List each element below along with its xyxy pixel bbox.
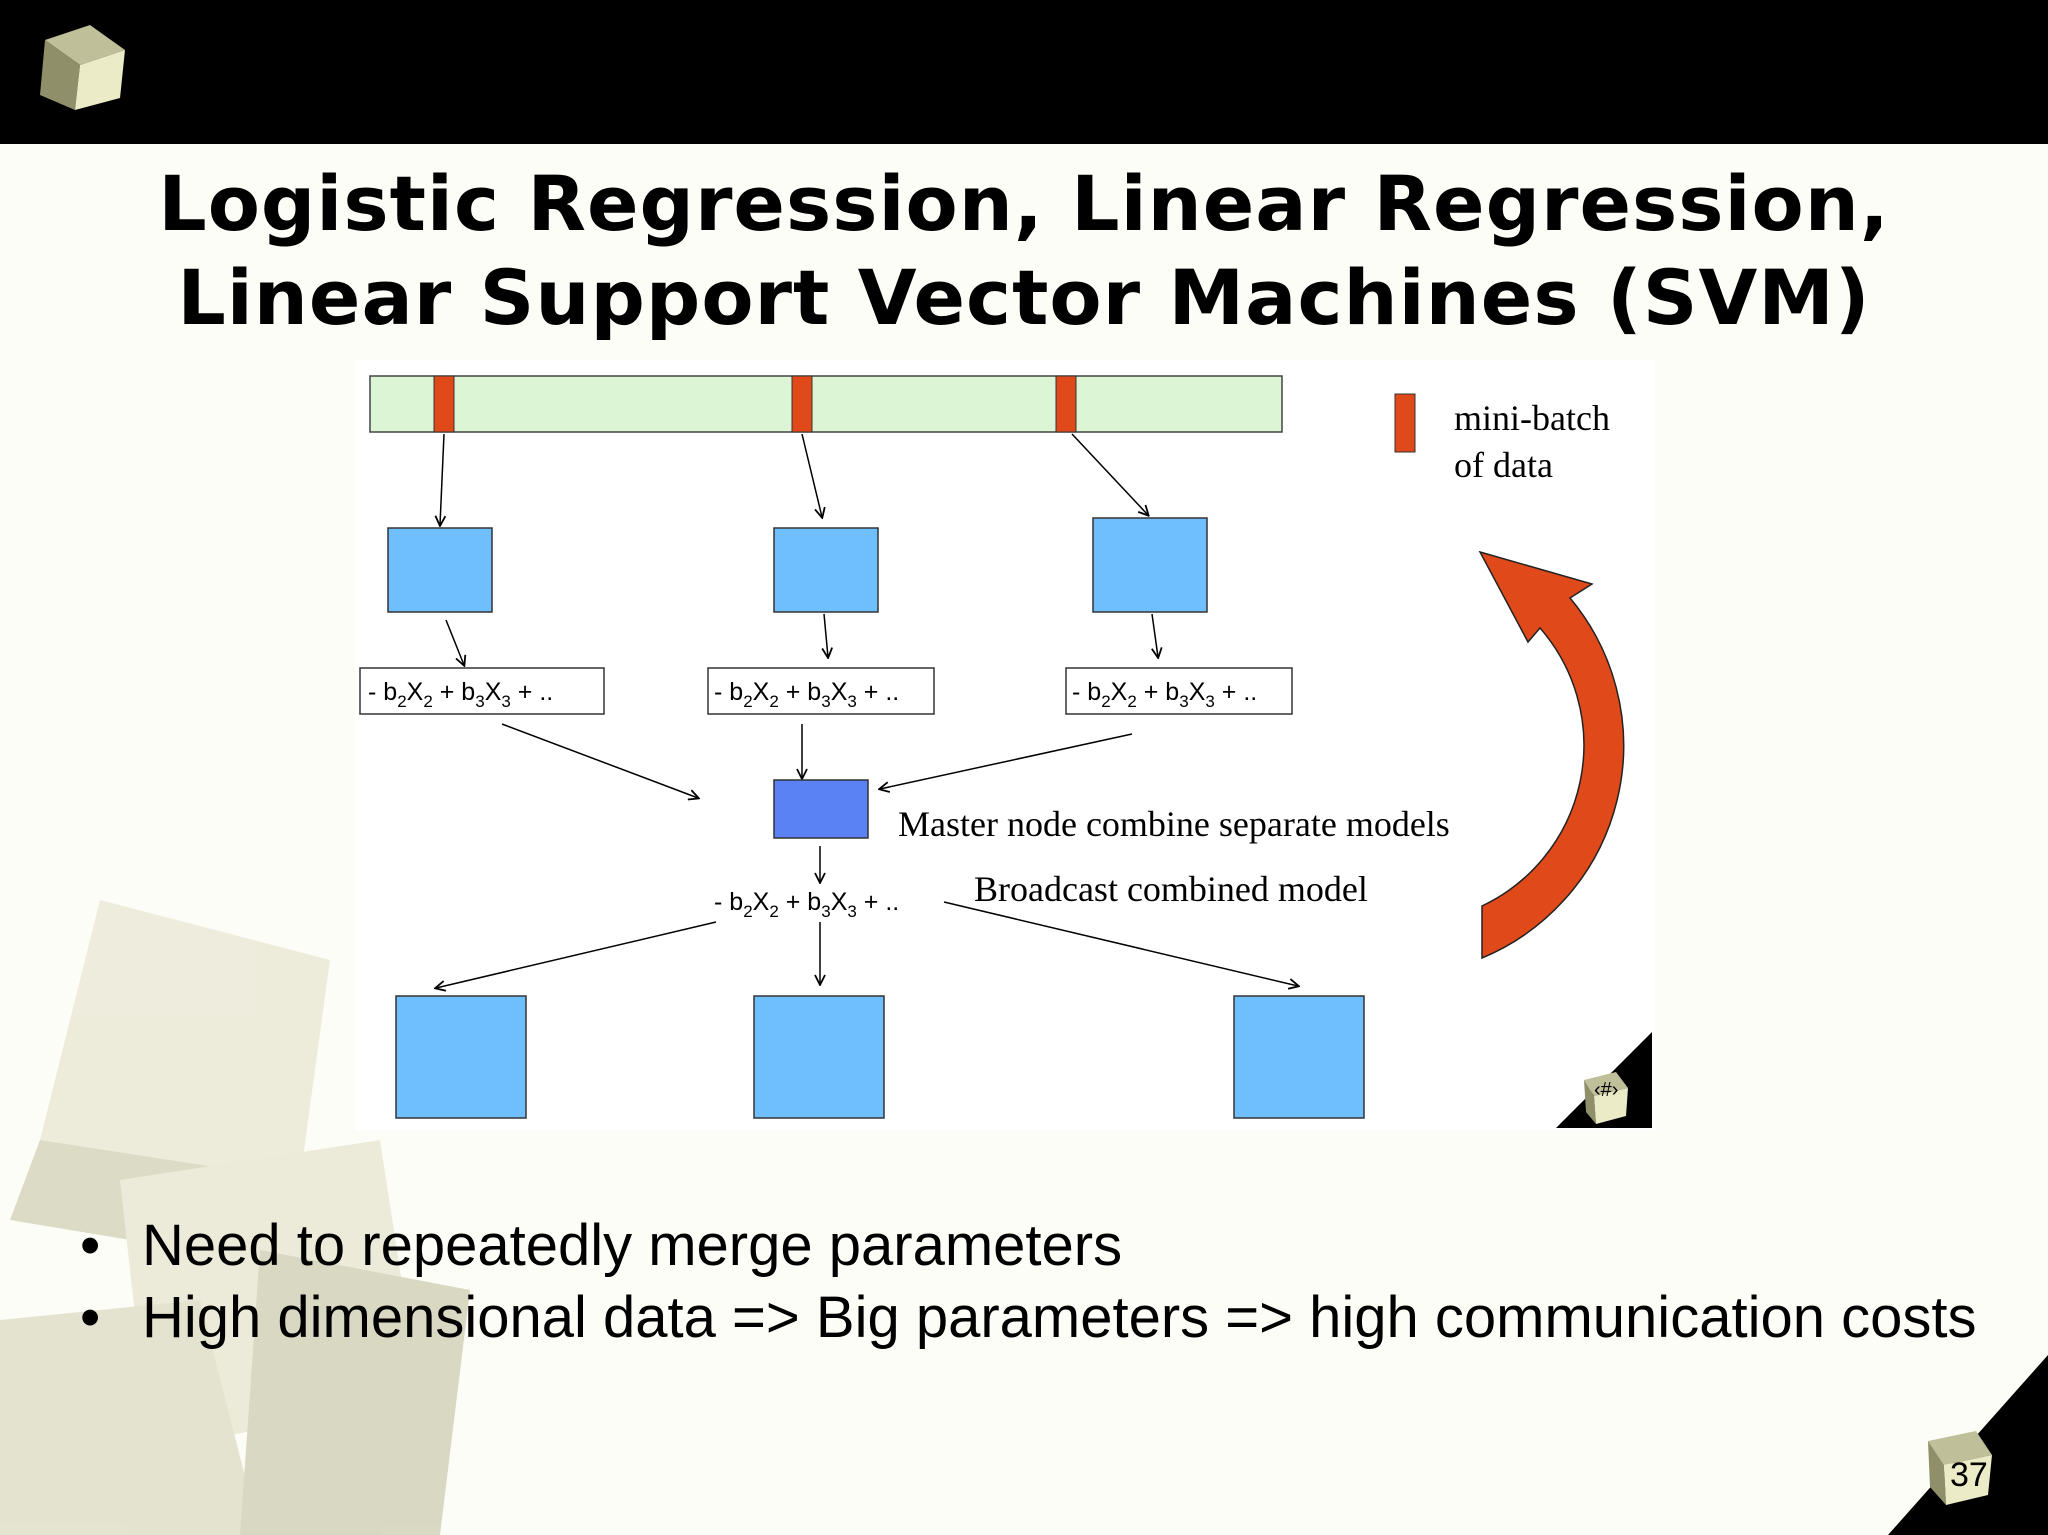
- legend-mini-batch-swatch: [1394, 393, 1416, 453]
- bullet-item: • Need to repeatedly merge parameters: [70, 1210, 1990, 1282]
- local-model-formula-2: - b2X2 + b3X3 + ..: [714, 678, 899, 711]
- local-model-box-2: [707, 667, 935, 715]
- training-data-bar: [369, 375, 1283, 433]
- svg-text:- b2X2 + b3X3 + ..: - b2X2 + b3X3 + ..: [368, 678, 553, 711]
- slide-title-line-2: Linear Support Vector Machines (SVM): [177, 253, 1871, 342]
- bullet-list: • Need to repeatedly merge parameters • …: [70, 1210, 1990, 1354]
- svg-text:- b2X2 + b3X3 + ..: - b2X2 + b3X3 + ..: [714, 678, 899, 711]
- worker-box-1: [387, 527, 493, 613]
- diagram-panel: [355, 360, 1655, 1130]
- master-node-label: Master node combine separate models: [898, 804, 1450, 844]
- mini-batch-2: [791, 375, 813, 433]
- legend-label-line-2: of data: [1454, 445, 1553, 485]
- worker-box-3: [1092, 517, 1208, 613]
- top-bar: [0, 0, 2048, 144]
- bullet-dot: •: [80, 1285, 101, 1350]
- local-model-formula-1: - b2X2 + b3X3 + ..: [368, 678, 553, 711]
- broadcast-label: Broadcast combined model: [974, 869, 1368, 909]
- bullet-dot: •: [80, 1213, 101, 1278]
- bullet-text: Need to repeatedly merge parameters: [142, 1213, 1123, 1278]
- local-model-box-3: [1065, 667, 1293, 715]
- page-number-corner: 37: [1888, 1355, 2048, 1535]
- updated-worker-box-3: [1233, 995, 1365, 1119]
- cube-logo-icon: [40, 25, 125, 110]
- mini-batch-3: [1055, 375, 1077, 433]
- slide-title-line-1: Logistic Regression, Linear Regression,: [158, 159, 1890, 248]
- master-node-box: [773, 779, 869, 839]
- slide-number-placeholder: ‹#›: [1556, 1032, 1652, 1128]
- mini-batch-1: [433, 375, 455, 433]
- svg-text:- b2X2 + b3X3 + ..: - b2X2 + b3X3 + ..: [714, 888, 899, 921]
- svg-text:‹#›: ‹#›: [1594, 1079, 1618, 1101]
- worker-box-2: [773, 527, 879, 613]
- bullet-text: High dimensional data => Big parameters …: [142, 1285, 1977, 1350]
- bullet-item: • High dimensional data => Big parameter…: [70, 1282, 1990, 1354]
- legend-label-line-1: mini-batch: [1454, 398, 1610, 438]
- cycle-arrow-body: [1478, 550, 1625, 960]
- updated-worker-box-1: [395, 995, 527, 1119]
- local-model-formula-3: - b2X2 + b3X3 + ..: [1072, 678, 1257, 711]
- page-number: 37: [1950, 1456, 1988, 1494]
- combined-model-formula: - b2X2 + b3X3 + ..: [714, 888, 899, 921]
- local-model-box-1: [359, 667, 605, 715]
- svg-text:- b2X2 + b3X3 + ..: - b2X2 + b3X3 + ..: [1072, 678, 1257, 711]
- updated-worker-box-2: [753, 995, 885, 1119]
